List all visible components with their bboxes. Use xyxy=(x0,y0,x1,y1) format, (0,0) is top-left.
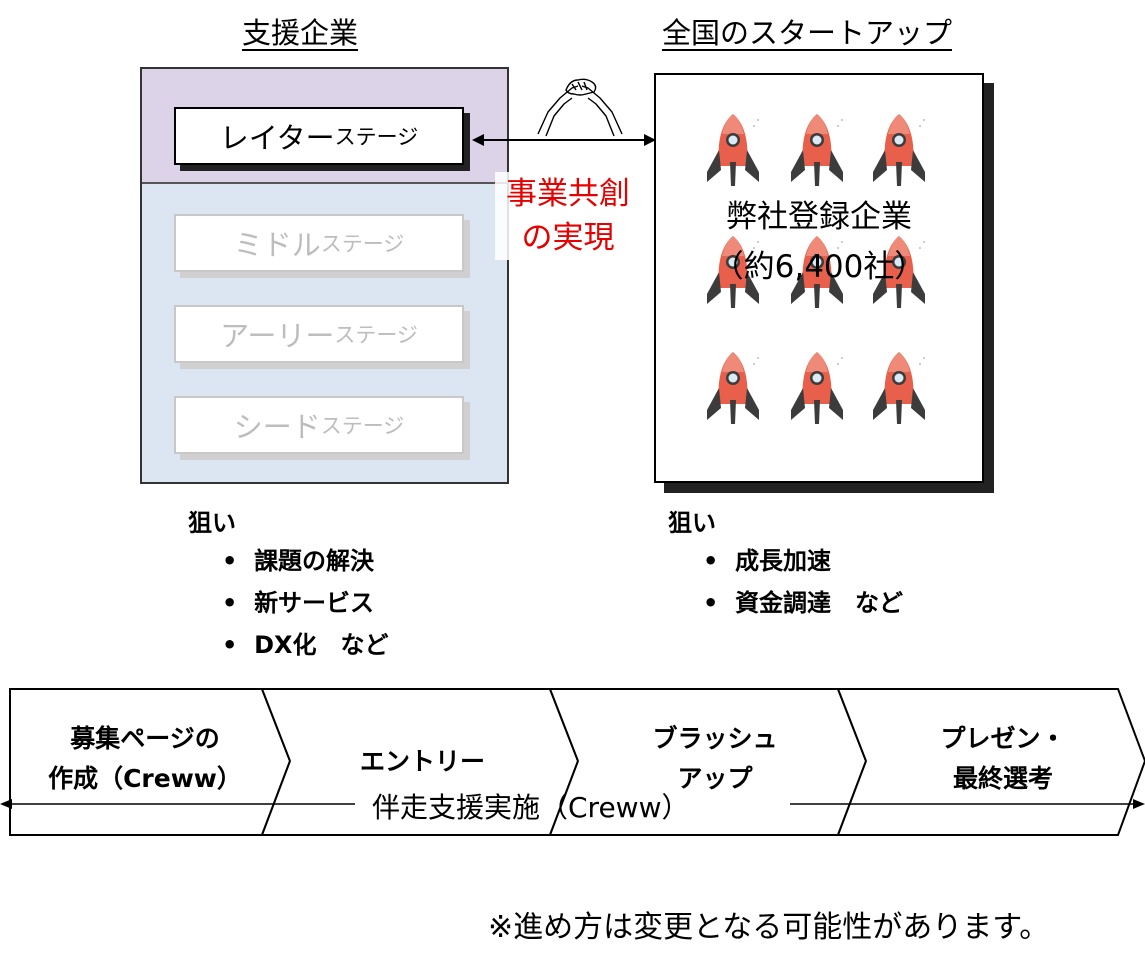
process-step-3-line2: アップ xyxy=(677,764,753,793)
stage-early-suffix: ステージ xyxy=(334,323,418,347)
process-step-1-line2: 作成（Creww） xyxy=(48,764,242,793)
supporting-companies-title: 支援企業 xyxy=(242,16,359,50)
stage-seed-main: シード xyxy=(233,410,321,444)
stage-middle-suffix: ステージ xyxy=(320,232,405,256)
stage-later: レイターステージ xyxy=(174,107,464,165)
right-aim-heading: 狙い xyxy=(668,509,716,537)
startups-title: 全国のスタートアップ xyxy=(662,16,953,50)
right-aim-item: • 資金調達 など xyxy=(703,589,904,617)
rocket-icon xyxy=(787,348,847,428)
cocreation-line2: の実現 xyxy=(521,220,615,256)
stage-later-suffix: ステージ xyxy=(334,125,419,149)
left-aim-heading: 狙い xyxy=(188,509,236,537)
left-aim-item: • 課題の解決 xyxy=(222,547,375,575)
stage-seed: シードステージ xyxy=(174,396,464,454)
stage-middle: ミドルステージ xyxy=(174,214,464,272)
rocket-icon xyxy=(703,348,763,428)
process-step-2: エントリー xyxy=(300,742,545,782)
rocket-icon xyxy=(787,110,847,190)
stage-panel: レイターステージ ミドルステージ アーリーステージ シードステージ xyxy=(140,67,509,484)
process-flow xyxy=(9,688,1145,836)
right-aim-item: • 成長加速 xyxy=(703,547,832,575)
process-step-3-line1: ブラッシュ xyxy=(652,724,778,753)
stage-early: アーリーステージ xyxy=(174,305,464,363)
left-aim-item: • DX化 など xyxy=(222,631,389,659)
process-step-4-shape xyxy=(836,688,1145,836)
stage-middle-main: ミドル xyxy=(233,228,321,262)
left-aim-item: • 新サービス xyxy=(222,589,375,617)
process-step-4: プレゼン・ 最終選考 xyxy=(878,719,1128,799)
rocket-icon xyxy=(703,110,763,190)
process-step-3: ブラッシュ アップ xyxy=(590,719,840,799)
stage-seed-suffix: ステージ xyxy=(320,414,405,438)
support-label: 伴走支援実施（Creww） xyxy=(372,791,690,824)
cocreation-label: 事業共創 の実現 xyxy=(495,172,641,260)
registered-startups-line1: 弊社登録企業 xyxy=(726,199,912,235)
process-step-2-line1: エントリー xyxy=(359,747,485,776)
stage-later-main: レイター xyxy=(219,121,335,155)
registered-startups-label: 弊社登録企業 （約6,400社） xyxy=(684,192,954,292)
process-step-1: 募集ページの 作成（Creww） xyxy=(20,719,270,799)
stage-early-main: アーリー xyxy=(220,319,335,353)
process-step-4-line2: 最終選考 xyxy=(952,764,1053,793)
rocket-icon xyxy=(869,110,929,190)
process-step-1-line1: 募集ページの xyxy=(70,724,220,753)
connection-arrow xyxy=(472,134,656,146)
rocket-icon xyxy=(869,348,929,428)
support-span-arrow xyxy=(0,799,1145,809)
registered-startups-line2: （約6,400社） xyxy=(712,249,926,285)
note-text: ※進め方は変更となる可能性があります。 xyxy=(488,910,1050,945)
process-step-4-line1: プレゼン・ xyxy=(940,724,1066,753)
handshake-icon xyxy=(537,78,623,137)
cocreation-line1: 事業共創 xyxy=(506,176,630,212)
